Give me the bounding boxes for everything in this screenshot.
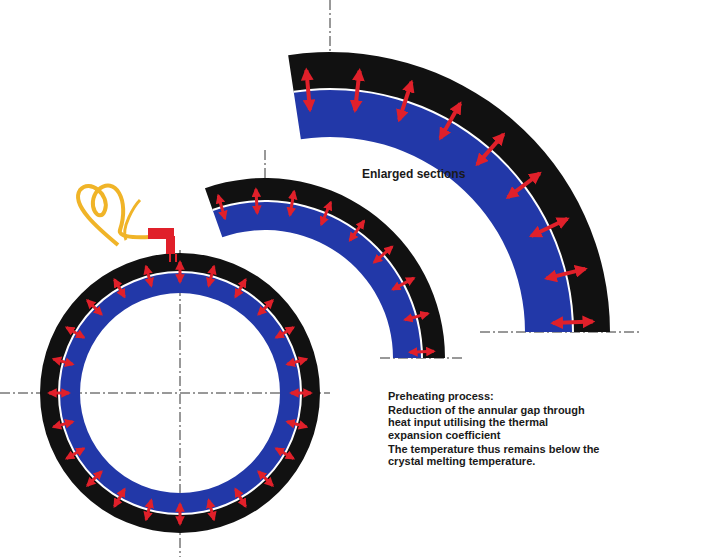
expansion-arrow <box>477 134 503 164</box>
expansion-arrow <box>115 489 125 506</box>
inner-pipe <box>294 89 573 332</box>
outer-pipe <box>288 52 610 332</box>
expansion-arrow <box>67 328 84 338</box>
expansion-arrow <box>218 196 225 219</box>
expansion-arrow <box>209 500 214 519</box>
expansion-arrow <box>405 314 428 320</box>
expansion-arrow <box>236 280 246 297</box>
expansion-arrow <box>258 471 272 485</box>
expansion-arrow <box>53 422 72 427</box>
section-label: Enlarged sections <box>362 168 502 182</box>
expansion-arrow <box>146 500 151 519</box>
process-note: Reduction of the annular gap through hea… <box>388 404 603 442</box>
expansion-arrow <box>546 269 585 279</box>
annular-gap <box>58 271 302 515</box>
annular-gap <box>294 88 574 332</box>
expansion-arrow <box>290 192 294 216</box>
expansion-arrow <box>508 173 540 197</box>
expansion-arrow <box>67 449 84 459</box>
expansion-arrow <box>291 392 311 395</box>
annular-gap <box>212 200 423 358</box>
expansion-arrow <box>306 70 310 110</box>
expansion-arrow <box>374 247 392 263</box>
expansion-arrow <box>531 219 567 236</box>
enlarged-section <box>288 52 610 332</box>
expansion-arrow <box>236 489 246 506</box>
expansion-arrow <box>179 504 182 524</box>
process-note: The temperature thus remains below the c… <box>388 443 603 468</box>
expansion-arrow <box>53 359 72 364</box>
expansion-arrow <box>179 262 182 282</box>
expansion-arrow <box>287 359 306 364</box>
expansion-arrow <box>393 278 414 289</box>
expansion-arrow <box>115 280 125 297</box>
expansion-arrow <box>209 266 214 285</box>
expansion-arrow <box>256 189 257 213</box>
expansion-arrow <box>49 392 69 395</box>
outer-pipe <box>40 253 320 533</box>
expansion-arrow <box>410 350 434 354</box>
pipe-ring <box>40 253 320 533</box>
expansion-arrow <box>553 321 593 323</box>
outer-pipe <box>205 178 445 358</box>
expansion-arrow <box>321 202 330 224</box>
expansion-arrow <box>276 449 293 459</box>
expansion-arrow <box>87 471 101 485</box>
expansion-arrow <box>87 300 101 314</box>
inner-pipe <box>59 272 301 514</box>
heating-wire <box>78 186 176 262</box>
expansion-arrow <box>276 328 293 338</box>
expansion-arrow <box>146 266 151 285</box>
expansion-arrow <box>440 103 460 138</box>
expansion-arrow <box>350 221 364 240</box>
enlarged-section <box>205 178 445 358</box>
process-note: Preheating process: <box>388 390 603 403</box>
expansion-arrow <box>287 422 306 427</box>
expansion-arrow <box>355 71 359 111</box>
center-line <box>0 0 640 557</box>
expansion-arrow <box>399 82 411 120</box>
expansion-arrow <box>258 300 272 314</box>
inner-pipe <box>213 201 422 358</box>
